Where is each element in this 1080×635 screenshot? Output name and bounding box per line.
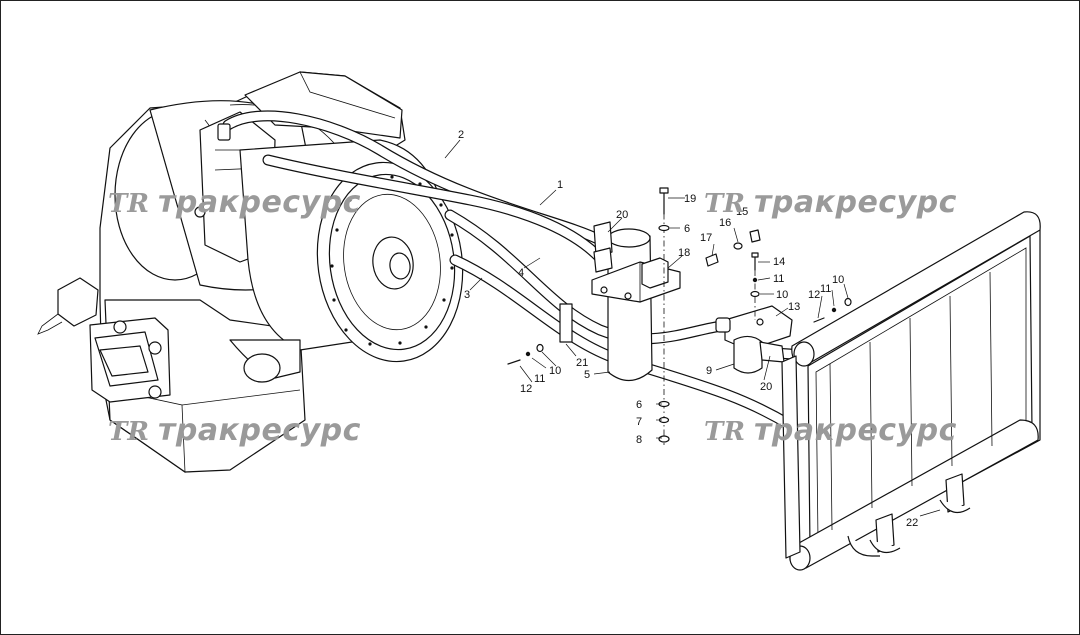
callout-16: 16 <box>719 217 731 229</box>
callout-7: 7 <box>636 416 642 428</box>
watermark-top-left: TR тракресурс <box>108 185 361 220</box>
callout-6-lower: 6 <box>636 399 642 411</box>
watermark-bottom-left: TR тракресурс <box>108 413 361 448</box>
callout-1: 1 <box>557 179 563 191</box>
watermark-text: тракресурс <box>754 185 957 220</box>
callout-10-mid: 10 <box>776 289 788 301</box>
oil-filter-assembly <box>591 200 681 445</box>
watermark-text: тракресурс <box>754 413 957 448</box>
leader-lines <box>444 139 941 517</box>
callout-12-left: 12 <box>520 383 532 395</box>
watermark-logo: TR <box>704 189 745 219</box>
callout-19: 19 <box>684 193 696 205</box>
callout-11-mid: 11 <box>773 273 784 285</box>
callout-9: 9 <box>706 365 712 377</box>
watermark-logo: TR <box>704 417 745 447</box>
callout-10-right: 10 <box>832 274 844 286</box>
callout-3: 3 <box>464 289 470 301</box>
callout-4: 4 <box>518 267 524 279</box>
callout-20-upper: 20 <box>616 209 628 221</box>
callout-12-right: 12 <box>808 289 820 301</box>
callout-21: 21 <box>576 357 588 369</box>
callout-11-right: 11 <box>820 283 831 295</box>
callout-17: 17 <box>700 232 712 244</box>
fasteners <box>507 187 852 443</box>
watermark-top-right: TR тракресурс <box>704 185 957 220</box>
watermark-text: тракресурс <box>158 185 361 220</box>
callout-22: 22 <box>906 517 918 529</box>
small-filter-assembly <box>715 270 793 374</box>
callout-6-upper: 6 <box>684 223 690 235</box>
callout-2: 2 <box>458 129 464 141</box>
radiator <box>781 211 1041 571</box>
callout-15: 15 <box>736 206 748 218</box>
callout-10-left: 10 <box>549 365 561 377</box>
watermark-bottom-right: TR тракресурс <box>704 413 957 448</box>
watermark-text: тракресурс <box>158 413 361 448</box>
callout-11-left: 11 <box>534 373 545 385</box>
callout-8: 8 <box>636 434 642 446</box>
watermark-logo: TR <box>108 417 149 447</box>
watermark-logo: TR <box>108 189 149 219</box>
callout-13: 13 <box>788 301 800 313</box>
callout-20-lower: 20 <box>760 381 772 393</box>
callout-18: 18 <box>678 247 690 259</box>
callout-14: 14 <box>773 256 785 268</box>
transmission-housing <box>37 71 464 473</box>
callout-5: 5 <box>584 369 590 381</box>
callout-labels: 2 1 3 4 5 20 6 19 18 17 16 15 14 11 10 1… <box>458 129 918 529</box>
